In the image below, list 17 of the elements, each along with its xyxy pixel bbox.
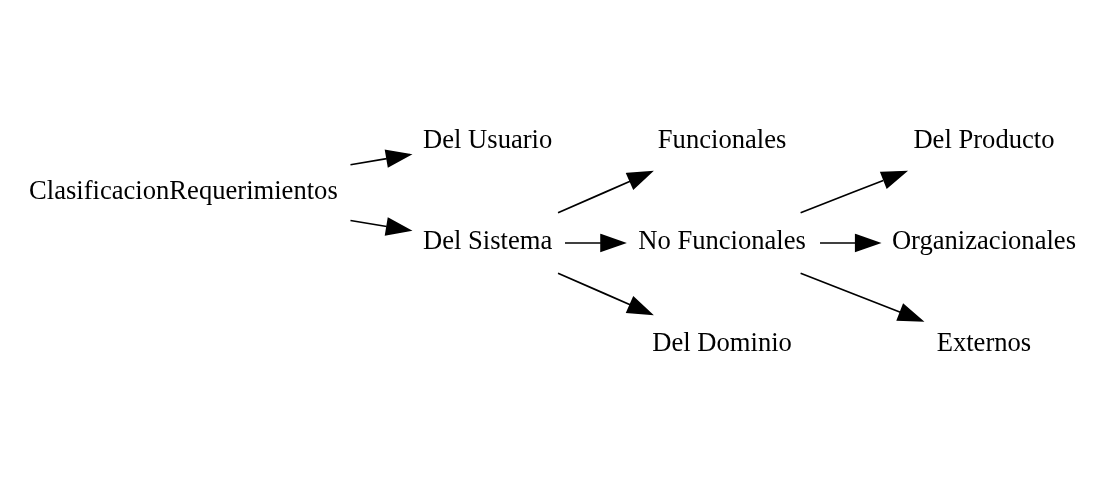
arrow [557,170,654,214]
node-text: Del Dominio [652,326,792,357]
node-text: Funcionales [657,123,787,154]
arrow [799,272,925,322]
node-text: ClasificacionRequerimientos [29,175,338,206]
arrow [799,170,909,214]
arrow [819,233,882,253]
node-text: No Funcionales [638,225,806,256]
arrow [564,233,627,253]
arrow [557,272,654,316]
arrow [349,149,413,168]
node-text: Del Usuario [423,123,553,154]
node-text: Externos [936,326,1032,357]
node-text: Del Sistema [423,225,553,256]
arrow [349,217,413,236]
node-text: Del Producto [913,123,1055,154]
node-text: Organizacionales [891,225,1077,256]
